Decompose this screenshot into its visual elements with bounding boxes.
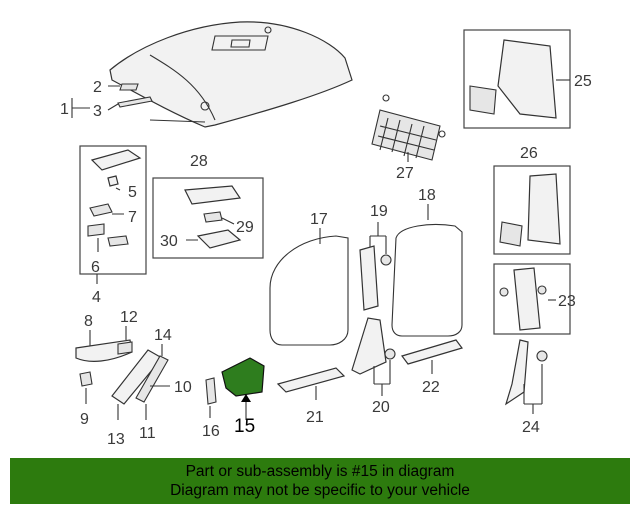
callout-17[interactable]: 17 <box>310 211 328 228</box>
callout-30[interactable]: 30 <box>160 233 178 250</box>
callout-12[interactable]: 12 <box>120 309 138 326</box>
door-opening-trim-17[interactable] <box>269 235 349 346</box>
scuff-plate-21[interactable] <box>276 367 346 393</box>
overhead-console[interactable] <box>184 185 242 249</box>
trim-panel-23[interactable] <box>499 267 547 331</box>
callout-18[interactable]: 18 <box>418 187 436 204</box>
group-box-25 <box>463 29 571 129</box>
callout-23[interactable]: 23 <box>558 293 576 310</box>
banner-line-1: Part or sub-assembly is #15 in diagram <box>185 463 455 480</box>
console-group-box <box>152 177 264 259</box>
callout-2[interactable]: 2 <box>93 79 102 96</box>
sun-visor-holder-2[interactable] <box>119 83 139 91</box>
callout-25[interactable]: 25 <box>574 73 592 90</box>
callout-29[interactable]: 29 <box>236 219 254 236</box>
callout-27[interactable]: 27 <box>396 165 414 182</box>
b-pillar-clip-20[interactable] <box>384 348 396 360</box>
b-pillar-clip-19[interactable] <box>380 254 392 266</box>
callout-14[interactable]: 14 <box>154 327 172 344</box>
b-pillar-lower-trim[interactable] <box>351 317 387 375</box>
callout-15[interactable]: 15 <box>234 416 255 437</box>
b-pillar-upper-trim[interactable] <box>359 245 379 311</box>
callout-26[interactable]: 26 <box>520 145 538 162</box>
callout-9[interactable]: 9 <box>80 411 89 428</box>
trim-panel-26[interactable] <box>499 173 561 247</box>
callout-28[interactable]: 28 <box>190 153 208 170</box>
callout-5[interactable]: 5 <box>128 184 137 201</box>
callout-7[interactable]: 7 <box>128 209 137 226</box>
callout-3[interactable]: 3 <box>93 103 102 120</box>
cargo-net[interactable] <box>371 94 446 161</box>
visor-clip-12[interactable] <box>117 341 133 355</box>
callout-11[interactable]: 11 <box>139 425 156 442</box>
clip-16[interactable] <box>205 377 217 405</box>
map-lamp-assembly[interactable] <box>87 149 142 247</box>
scuff-plate-22[interactable] <box>401 339 463 365</box>
callout-8[interactable]: 8 <box>84 313 93 330</box>
c-pillar-trim-24[interactable] <box>504 339 548 406</box>
callout-10[interactable]: 10 <box>174 379 192 396</box>
banner-line-2: Diagram may not be specific to your vehi… <box>170 482 470 499</box>
callout-19[interactable]: 19 <box>370 203 388 220</box>
callout-24[interactable]: 24 <box>522 419 540 436</box>
callout-1[interactable]: 1 <box>60 101 69 118</box>
callout-22[interactable]: 22 <box>422 379 440 396</box>
headliner[interactable] <box>109 21 353 128</box>
callout-4[interactable]: 4 <box>92 289 101 306</box>
visor-bracket-9[interactable] <box>79 371 93 387</box>
callout-20[interactable]: 20 <box>372 399 390 416</box>
callout-13[interactable]: 13 <box>107 431 125 448</box>
parts-diagram-svg: 1 2 3 5 7 6 4 28 29 30 8 12 9 <box>60 21 592 448</box>
callout-16[interactable]: 16 <box>202 423 220 440</box>
callout-21[interactable]: 21 <box>306 409 324 426</box>
pillar-garnish-14[interactable] <box>135 355 169 403</box>
map-lamp-group-box <box>79 145 147 275</box>
part-15-highlighted[interactable] <box>221 357 265 397</box>
door-opening-trim-18[interactable] <box>391 223 463 337</box>
rear-panel-25[interactable] <box>469 39 557 119</box>
fitment-banner: Part or sub-assembly is #15 in diagram D… <box>10 458 630 504</box>
sun-visor-holder-3[interactable] <box>117 96 153 108</box>
group-box-23 <box>493 263 571 335</box>
callout-6[interactable]: 6 <box>91 259 100 276</box>
group-box-26 <box>493 165 571 255</box>
parts-diagram: 1 2 3 5 7 6 4 28 29 30 8 12 9 <box>60 21 592 448</box>
